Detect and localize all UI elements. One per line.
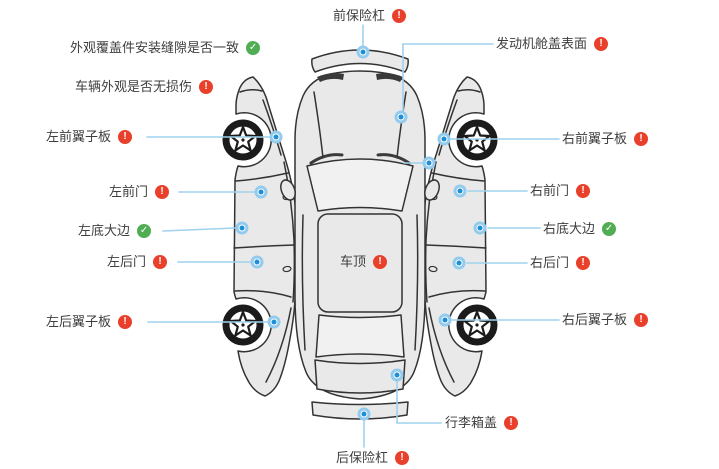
windshield-shape bbox=[306, 158, 414, 212]
rear-window-shape bbox=[315, 314, 405, 358]
status-icon: ! bbox=[395, 451, 410, 465]
part-label: 左前门 bbox=[109, 184, 149, 199]
part-label: 右后翼子板 bbox=[562, 312, 628, 327]
part-label: 右前门 bbox=[530, 183, 570, 198]
part-label: 右后门 bbox=[530, 255, 570, 270]
status-icon: ! bbox=[118, 130, 133, 144]
status-icon: ! bbox=[504, 416, 519, 430]
status-icon: ! bbox=[373, 255, 388, 269]
label-hood[interactable]: 发动机舱盖表面 ! bbox=[496, 35, 609, 53]
check-exterior-damage[interactable]: 车辆外观是否无损伤 ! bbox=[75, 78, 214, 96]
part-label: 左后翼子板 bbox=[46, 314, 112, 329]
label-right-rear-fender[interactable]: 右后翼子板 ! bbox=[562, 311, 649, 329]
left-rear-wheel-icon bbox=[226, 308, 260, 342]
part-label: 车顶 bbox=[340, 254, 367, 269]
label-right-rocker[interactable]: 右底大边 ✓ bbox=[543, 220, 617, 238]
marker-hood[interactable] bbox=[394, 110, 408, 124]
status-icon: ! bbox=[118, 315, 133, 329]
label-right-front-fender[interactable]: 右前翼子板 ! bbox=[562, 130, 649, 148]
part-label: 左前翼子板 bbox=[46, 129, 112, 144]
left-front-wheel-icon bbox=[226, 123, 260, 157]
right-front-wheel-icon bbox=[460, 123, 494, 157]
part-label: 左底大边 bbox=[78, 223, 131, 238]
status-icon: ! bbox=[634, 313, 649, 327]
marker-rear-bumper[interactable] bbox=[357, 407, 371, 421]
top-view bbox=[280, 49, 440, 420]
marker-right-rocker[interactable] bbox=[473, 221, 487, 235]
status-icon: ! bbox=[153, 255, 168, 269]
status-icon: ! bbox=[576, 184, 591, 198]
marker-right-rear-door[interactable] bbox=[452, 256, 466, 270]
left-wiper-shape bbox=[309, 153, 344, 165]
part-label: 前保险杠 bbox=[333, 8, 386, 23]
marker-left-rear-fender[interactable] bbox=[267, 315, 281, 329]
marker-right-rear-fender[interactable] bbox=[438, 313, 452, 327]
label-left-rear-door[interactable]: 左后门 ! bbox=[107, 253, 168, 271]
marker-left-rear-door[interactable] bbox=[250, 255, 264, 269]
right-headlight-shape bbox=[376, 73, 403, 82]
check-label: 车辆外观是否无损伤 bbox=[75, 79, 193, 94]
right-mirror-shape bbox=[424, 179, 440, 201]
right-rear-wheel-icon bbox=[460, 308, 494, 342]
check-issue-icon: ! bbox=[199, 80, 214, 94]
marker-right-front-door[interactable] bbox=[453, 184, 467, 198]
status-icon: ! bbox=[594, 37, 609, 51]
label-left-rear-fender[interactable]: 左后翼子板 ! bbox=[46, 313, 133, 331]
right-wiper-shape bbox=[376, 153, 411, 165]
label-right-rear-door[interactable]: 右后门 ! bbox=[530, 254, 591, 272]
status-icon: ! bbox=[155, 185, 170, 199]
part-label: 右底大边 bbox=[543, 221, 596, 236]
status-icon: ! bbox=[634, 132, 649, 146]
status-icon: ! bbox=[576, 256, 591, 270]
marker-right-front-fender[interactable] bbox=[437, 132, 451, 146]
status-icon: ✓ bbox=[137, 224, 152, 238]
check-label: 外观覆盖件安装缝隙是否一致 bbox=[70, 40, 240, 55]
label-rear-bumper[interactable]: 后保险杠 ! bbox=[336, 449, 410, 467]
marker-left-front-door[interactable] bbox=[254, 185, 268, 199]
part-label: 行李箱盖 bbox=[445, 415, 498, 430]
check-panel-gap-consistency[interactable]: 外观覆盖件安装缝隙是否一致 ✓ bbox=[70, 39, 261, 57]
leader-lines bbox=[146, 24, 560, 448]
label-left-rocker[interactable]: 左底大边 ✓ bbox=[78, 222, 152, 240]
roof-shape bbox=[317, 213, 403, 313]
marker-left-rocker[interactable] bbox=[235, 221, 249, 235]
left-headlight-shape bbox=[317, 73, 344, 82]
marker-left-front-fender[interactable] bbox=[269, 130, 283, 144]
label-roof[interactable]: 车顶 ! bbox=[340, 253, 388, 271]
marker-front-bumper[interactable] bbox=[356, 45, 370, 59]
label-left-front-door[interactable]: 左前门 ! bbox=[109, 183, 170, 201]
status-icon: ✓ bbox=[602, 222, 617, 236]
part-label: 右前翼子板 bbox=[562, 131, 628, 146]
marker-trunk-lid[interactable] bbox=[390, 368, 404, 382]
marker-windshield-right[interactable] bbox=[422, 156, 436, 170]
check-ok-icon: ✓ bbox=[246, 41, 261, 55]
label-right-front-door[interactable]: 右前门 ! bbox=[530, 182, 591, 200]
label-front-bumper[interactable]: 前保险杠 ! bbox=[333, 7, 407, 25]
part-label: 后保险杠 bbox=[336, 450, 389, 465]
part-label: 左后门 bbox=[107, 254, 147, 269]
status-icon: ! bbox=[392, 9, 407, 23]
part-label: 发动机舱盖表面 bbox=[496, 36, 588, 51]
trunk-shape bbox=[314, 359, 406, 394]
label-trunk-lid[interactable]: 行李箱盖 ! bbox=[445, 414, 519, 432]
left-mirror-shape bbox=[280, 179, 296, 201]
label-left-front-fender[interactable]: 左前翼子板 ! bbox=[46, 128, 133, 146]
